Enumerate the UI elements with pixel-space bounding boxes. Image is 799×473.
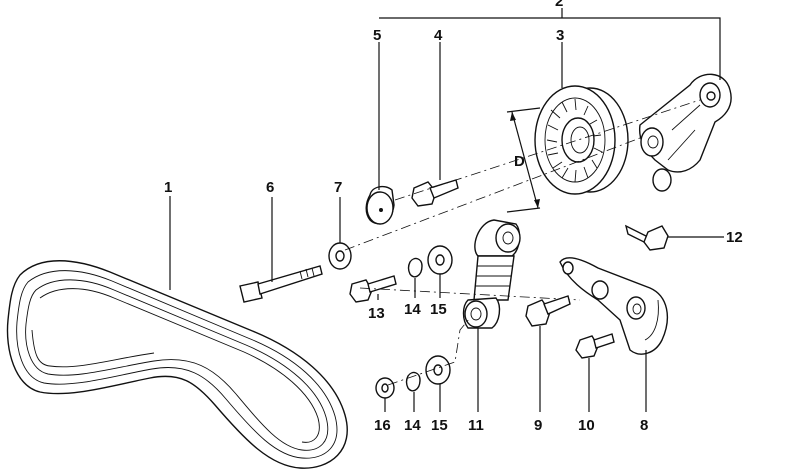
callout-6: 6 [266, 179, 274, 196]
callout-15a: 15 [430, 301, 447, 318]
callout-4: 4 [434, 27, 443, 44]
callout-5: 5 [373, 27, 381, 44]
callout-15b: 15 [431, 417, 448, 434]
callout-10: 10 [578, 417, 595, 434]
dimension-label: D [514, 153, 525, 170]
idler-pulley [534, 85, 629, 195]
spacer-lower [375, 377, 395, 399]
spring-washer-upper [407, 257, 423, 278]
callout-8: 8 [640, 417, 648, 434]
callout-14a: 14 [404, 301, 421, 318]
callout-14b: 14 [404, 417, 421, 434]
tensioner-bracket [559, 257, 669, 355]
bolt-top-right [624, 224, 669, 251]
centerline-upper [344, 137, 641, 251]
washer-upper [427, 245, 453, 275]
dimension-d [506, 107, 541, 213]
leader-2-bracket [379, 17, 721, 80]
callout-11: 11 [468, 417, 484, 434]
bolt-small [575, 333, 615, 359]
callout-2: 2 [555, 0, 563, 10]
washer-large [328, 242, 352, 270]
cover-cap [365, 185, 395, 225]
bolt-pulley [411, 179, 459, 207]
bolt-short [349, 275, 397, 303]
callout-13: 13 [368, 305, 385, 322]
centerline-mid [359, 287, 581, 301]
washer-lower [425, 355, 451, 385]
callout-7: 7 [334, 179, 342, 196]
centerline-top [394, 99, 701, 201]
callout-12: 12 [726, 229, 743, 246]
callout-1: 1 [164, 179, 172, 196]
bolt-bracket [525, 295, 571, 327]
drive-belt [6, 260, 348, 469]
belt-tensioner [462, 219, 521, 329]
pulley-bracket [638, 73, 732, 192]
callout-3: 3 [556, 27, 564, 44]
bolt-long [239, 265, 323, 303]
centerline-lower [387, 317, 471, 386]
spring-washer-lower [405, 371, 421, 392]
callout-9: 9 [534, 417, 542, 434]
callout-16: 16 [374, 417, 391, 434]
